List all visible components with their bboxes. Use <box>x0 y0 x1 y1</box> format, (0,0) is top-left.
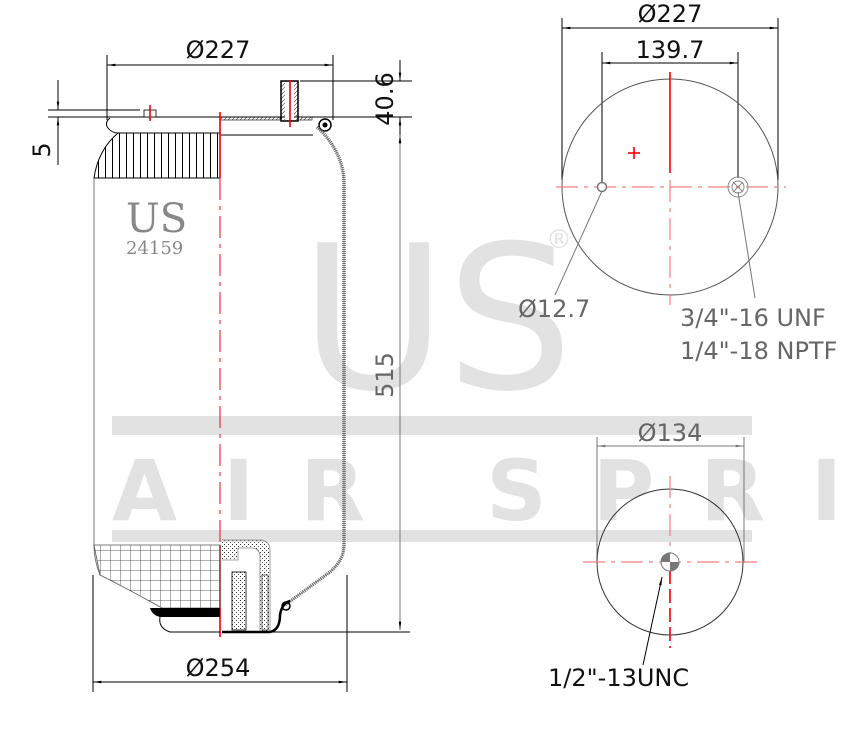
piston-grid <box>93 544 221 609</box>
stud-hole-diameter-label: Ø12.7 <box>518 295 590 323</box>
bottom-thread-label: 1/2"-13UNC <box>548 664 689 692</box>
bottom-plan-view: Ø134 1/2"-13UNC <box>548 419 760 692</box>
model-part-number: 24159 <box>126 238 183 259</box>
plan-outer-diameter-label: Ø227 <box>638 0 703 28</box>
watermark-bar-top <box>112 416 752 435</box>
bolt-spacing-label: 139.7 <box>636 36 705 64</box>
top-plan-view: Ø227 139.7 Ø12.7 3/4"-16 UNF 1/4"-18 NPT… <box>518 0 837 365</box>
plate-offset-label: 5 <box>28 142 56 157</box>
overall-height-label: 515 <box>371 352 399 398</box>
side-view: Ø227 5 40.6 515 Ø254 <box>28 36 412 692</box>
air-fitting-hole <box>727 176 749 198</box>
top-hatch-band <box>93 132 221 179</box>
bottom-diameter-label: Ø254 <box>186 654 251 682</box>
piston-diameter-label: Ø134 <box>638 419 703 447</box>
model-brand: US <box>126 196 187 242</box>
air-fitting-thread-2: 1/4"-18 NPTF <box>680 337 837 365</box>
watermark-tagline: AIR SPRING <box>112 442 850 540</box>
air-fitting-thread-1: 3/4"-16 UNF <box>680 304 826 332</box>
registered-mark-icon: ® <box>546 225 572 255</box>
stud-height-label: 40.6 <box>371 72 399 125</box>
watermark-bar-bottom <box>112 530 752 542</box>
top-diameter-label: Ø227 <box>186 36 251 64</box>
watermark: US ® AIR SPRING <box>112 203 850 542</box>
top-bead-plate <box>105 117 220 134</box>
stud-hole <box>596 181 608 193</box>
